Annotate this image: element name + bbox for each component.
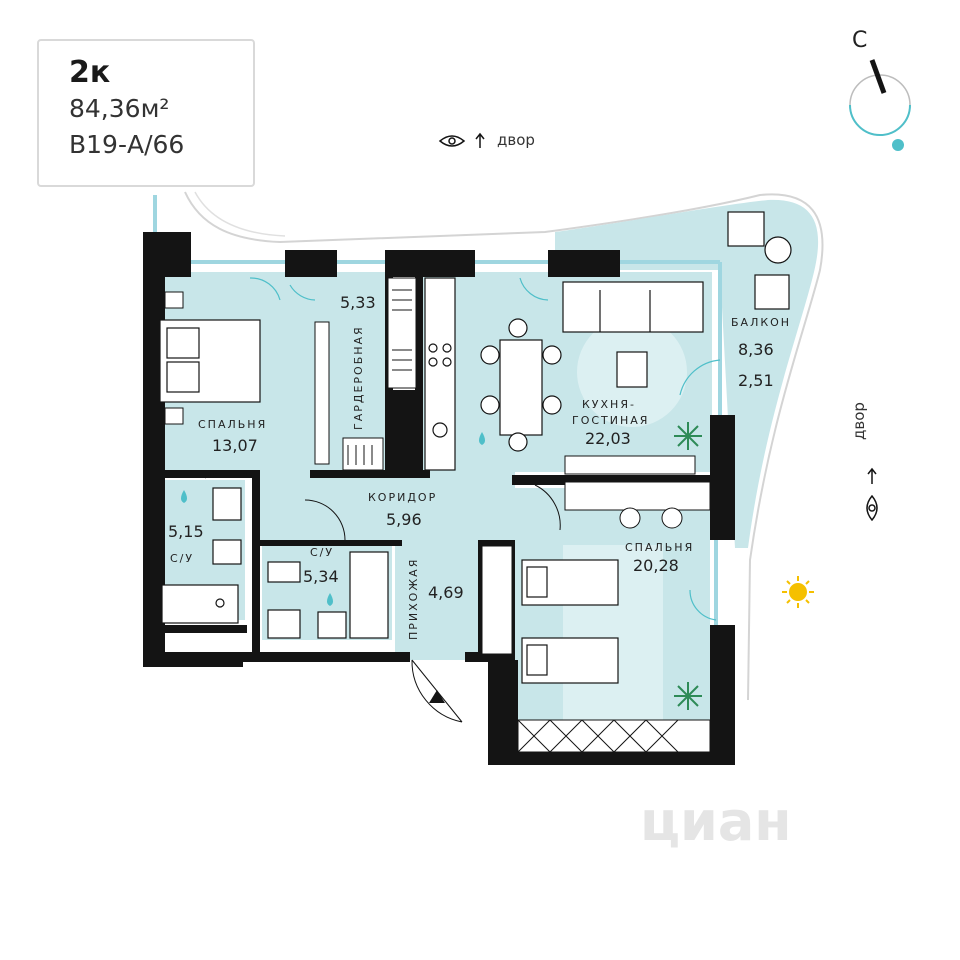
bathroom-2-fixtures xyxy=(267,551,389,639)
bathroom-2-area: 5,34 xyxy=(303,567,339,586)
water-drop-icon xyxy=(181,432,485,606)
bedroom-2-name: СПАЛЬНЯ xyxy=(625,541,695,554)
eye-icon xyxy=(866,494,878,522)
corridor-area: 5,96 xyxy=(386,510,422,529)
nightstand xyxy=(164,291,184,309)
bar xyxy=(564,481,711,511)
apartment-info-card: 2к 84,36м² В19-А/66 xyxy=(37,39,255,187)
hallway-area: 4,69 xyxy=(428,583,464,602)
hallway-floor xyxy=(395,540,485,660)
plant-icon xyxy=(674,422,702,710)
sun-icon xyxy=(782,576,814,608)
balcony-furniture xyxy=(727,211,792,310)
apartment-code: В19-А/66 xyxy=(69,130,185,159)
view-label-top: двор xyxy=(497,131,535,149)
hallway-name: ПРИХОЖАЯ xyxy=(407,557,420,640)
wardrobe-2 xyxy=(481,545,513,655)
bathroom-1-fixtures xyxy=(161,487,242,624)
bedroom-2-area: 20,28 xyxy=(633,556,679,575)
corridor-floor xyxy=(255,472,515,542)
walls xyxy=(143,232,735,765)
eye-icon xyxy=(438,135,466,147)
bathroom-2-name: С/У xyxy=(310,546,335,559)
bathroom-1-name: С/У xyxy=(170,552,195,565)
compass-icon xyxy=(849,59,911,151)
watermark: циан xyxy=(640,790,792,853)
arrow-up-icon xyxy=(475,132,485,148)
balcony-floor xyxy=(555,199,819,548)
balcony-area-1: 8,36 xyxy=(738,340,774,359)
bedroom-1-name: СПАЛЬНЯ xyxy=(198,418,268,431)
wardrobe-name: ГАРДЕРОБНАЯ xyxy=(352,325,365,430)
entrance-marker xyxy=(429,690,445,703)
terrace-outline xyxy=(184,191,824,701)
window-cabinet xyxy=(517,719,711,753)
dining-table xyxy=(480,318,562,452)
terrace-outline-inner xyxy=(194,191,286,237)
total-area: 84,36м² xyxy=(69,94,170,123)
kitchen-name-2: ГОСТИНАЯ xyxy=(572,414,650,427)
room-count: 2к xyxy=(69,55,111,90)
corridor-name: КОРИДОР xyxy=(368,491,438,504)
sofa xyxy=(562,281,704,388)
bed-1 xyxy=(159,319,261,403)
balcony-area-2: 2,51 xyxy=(738,371,774,390)
nightstand xyxy=(164,407,184,425)
wardrobe-area: 5,33 xyxy=(340,293,376,312)
kitchen-counter xyxy=(424,277,456,471)
door-swings xyxy=(249,277,721,621)
view-label-right: двор xyxy=(850,402,868,440)
bedroom-1-area: 13,07 xyxy=(212,436,258,455)
wardrobe-hangers xyxy=(347,289,412,465)
bar-counter xyxy=(564,455,696,475)
balcony-name: БАЛКОН xyxy=(731,316,792,329)
bar-stools xyxy=(619,507,683,529)
arrow-up-icon xyxy=(867,467,877,484)
bedroom-2-beds xyxy=(521,559,619,684)
bathroom-1-area: 5,15 xyxy=(168,522,204,541)
kitchen-area: 22,03 xyxy=(585,429,631,448)
compass-north-label: С xyxy=(852,28,868,53)
kitchen-name-1: КУХНЯ- xyxy=(582,398,636,411)
